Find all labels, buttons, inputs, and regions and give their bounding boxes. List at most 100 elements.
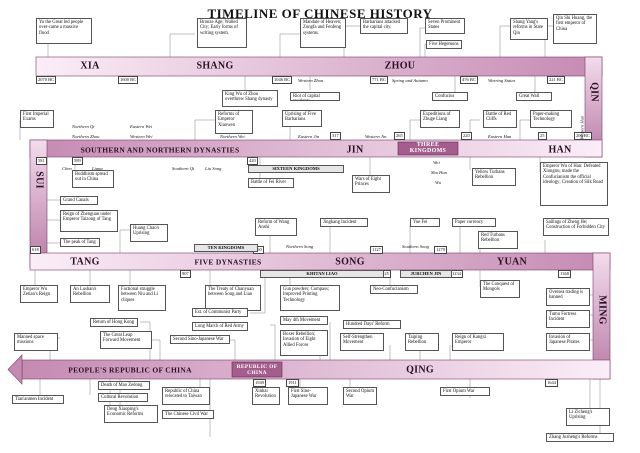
event-box: Gun powders; Compass; Improved Printing … — [280, 285, 340, 311]
khitan-liao-bar: KHITAN LIAO — [260, 270, 384, 278]
event-box: Second Sino-Japanese War — [170, 335, 230, 344]
event-box: Cultural Revolution — [98, 393, 148, 402]
subperiod-label: Chen — [62, 166, 72, 171]
dynasty-southern-northern: SOUTHERN AND NORTHERN DYNASTIES — [80, 145, 240, 155]
dynasty-tang: TANG — [70, 256, 100, 268]
event-box: Reforms of Emperor Xiaowen — [215, 110, 253, 134]
event-box: Invasion of Japanese Pirates — [546, 333, 590, 351]
subperiod-label: Western Han — [579, 115, 585, 140]
event-box: Boxer Rebellion; Invasion of Eight Allie… — [280, 330, 328, 356]
event-box: Emperor Wu Zetian's Reign — [20, 285, 58, 303]
event-box: Confucius — [432, 92, 468, 101]
subperiod-label: Northern Zhou — [72, 134, 100, 139]
event-box: Deng Xiaoping's Economic Reforms — [104, 405, 158, 423]
year-label: 2070 BC — [36, 76, 57, 84]
event-box: Qin Shi Huang, the first emperor of Chin… — [553, 14, 597, 44]
event-box: Republic of China relocated to Taiwan — [162, 387, 210, 405]
event-box: Bronze Age; Walled City; Early forms of … — [197, 18, 247, 48]
dynasty-qin: QIN — [588, 82, 600, 102]
year-label: 220 — [461, 132, 472, 140]
year-label: 221 BC — [547, 76, 565, 84]
event-box: Hundred Days' Reform — [343, 320, 401, 329]
subperiod-label: Spring and Autumn — [392, 78, 428, 83]
dynasty-ming: MING — [596, 295, 608, 325]
dynasty-han: HAN — [548, 144, 572, 156]
year-label: 589 — [72, 157, 83, 165]
dynasty-song: SONG — [335, 256, 365, 268]
event-box: Yu the Great led people over-came a mass… — [36, 18, 92, 44]
page-title: TIMELINE OF CHINESE HISTORY — [207, 6, 433, 21]
jurchen-jin-bar: JURCHEN JIN — [400, 270, 452, 278]
dynasty-roc: REPUBLIC OF CHINA — [236, 364, 278, 376]
event-box: Est. of Communist Party — [192, 308, 248, 317]
event-box: Mandate of Heaven; Zongfa and Fenfeng sy… — [300, 18, 346, 48]
year-label: 1127 — [370, 246, 383, 254]
event-box: King Wu of Zhou overthrew Shang dynasty — [222, 90, 278, 107]
subperiod-label: Western Jin — [365, 134, 387, 139]
event-box: The Conquest of Mongols — [480, 280, 520, 298]
event-box: Paper currency — [452, 218, 496, 227]
year-label: 1600 BC — [118, 76, 139, 84]
dynasty-zhou: ZHOU — [384, 60, 416, 72]
event-box: Tumu Fortress Incident — [546, 310, 590, 328]
year-label: 1368 — [558, 270, 571, 278]
event-box: The Chinese Civil War — [162, 410, 214, 419]
event-box: Barbarians attacked the capital city. — [360, 18, 408, 34]
event-box: Red Turbans Rebellion — [478, 231, 518, 249]
dynasty-prc: PEOPLE'S REPUBLIC OF CHINA — [68, 365, 192, 375]
subperiod-label: Western Wei — [130, 134, 153, 139]
event-box: Second Opium War — [343, 387, 377, 405]
subperiod-label: Wu — [435, 180, 441, 185]
ten-kingdoms-bar: TEN KINGDOMS — [194, 244, 258, 252]
subperiod-label: Southern Song — [402, 244, 429, 249]
event-box: Li Zicheng's Uprising — [566, 408, 610, 426]
dynasty-yuan: YUAN — [496, 256, 528, 268]
event-box: Neo-Confucianism — [370, 285, 418, 294]
event-box: First Opium War — [440, 387, 490, 396]
event-box: Five Hegemons — [426, 40, 462, 49]
year-label: 907 — [180, 270, 191, 278]
event-box: Shang Yang's reforms in State Qin — [510, 18, 548, 40]
subperiod-label: Western Zhou — [298, 78, 324, 83]
year-label: 1949 — [253, 379, 266, 387]
event-box: Self-Strengthen Movement — [340, 333, 384, 351]
event-box: Yue Fei — [410, 218, 440, 227]
subperiod-label: Liu Song — [205, 166, 222, 171]
event-box: Wars of Eight Princes — [352, 175, 390, 193]
event-box: Battle of Fei River — [248, 178, 294, 188]
dynasty-jin: JIN — [346, 144, 364, 156]
event-box: Grand Canals — [60, 196, 98, 205]
event-box: Paper-making Technology — [530, 110, 572, 128]
band-row-1 — [35, 56, 603, 77]
event-box: Long March of Red Army — [192, 322, 248, 331]
year-label: 317 — [330, 132, 341, 140]
year-label: 581 — [36, 157, 47, 165]
event-box: First Sino-Japanese War — [288, 387, 328, 405]
event-box: Emperor Wu of Han: Defeated Xiongnu; mad… — [540, 162, 608, 206]
year-label: 771 BC — [370, 76, 388, 84]
event-box: Uprising of Five Barbarians — [282, 110, 322, 127]
event-box: Return of Hong Kong — [90, 318, 138, 327]
event-box: Riot of capital residents — [290, 92, 340, 101]
year-label: 1911 — [286, 379, 299, 387]
year-label: 1046 BC — [272, 76, 293, 84]
year-label: 25 — [538, 132, 547, 140]
event-box: Seven Prominent States — [425, 18, 465, 34]
event-box: The Great Leap Forward Movement — [100, 331, 152, 349]
event-box: An Lushan's Rebellion — [70, 285, 110, 303]
event-box: Tian'anmen Incident — [12, 395, 64, 404]
event-box: Zhang Juzheng's Reforms — [546, 433, 614, 442]
event-box: Reform of Wang Anshi — [255, 218, 297, 236]
event-box: Sailings of Zheng He; Construction of Fo… — [543, 218, 609, 236]
event-box: Reign of Zhenguan under Emperor Taizong … — [60, 210, 118, 232]
roc-box — [231, 361, 283, 378]
subperiod-label: Eastern Wei — [130, 124, 153, 129]
event-box: Oversea trading is banned — [546, 288, 590, 306]
event-box: The peak of Tang — [60, 238, 100, 247]
event-box: Jingkang Incident — [320, 218, 368, 227]
sixteen-kingdoms-bar: SIXTEEN KINGDOMS — [248, 165, 344, 173]
year-label: 420 — [247, 157, 258, 165]
event-box: Huang Chao's Uprising — [130, 224, 168, 242]
event-box: First Imperial Exams — [20, 110, 54, 128]
year-label: 618 — [30, 246, 41, 254]
